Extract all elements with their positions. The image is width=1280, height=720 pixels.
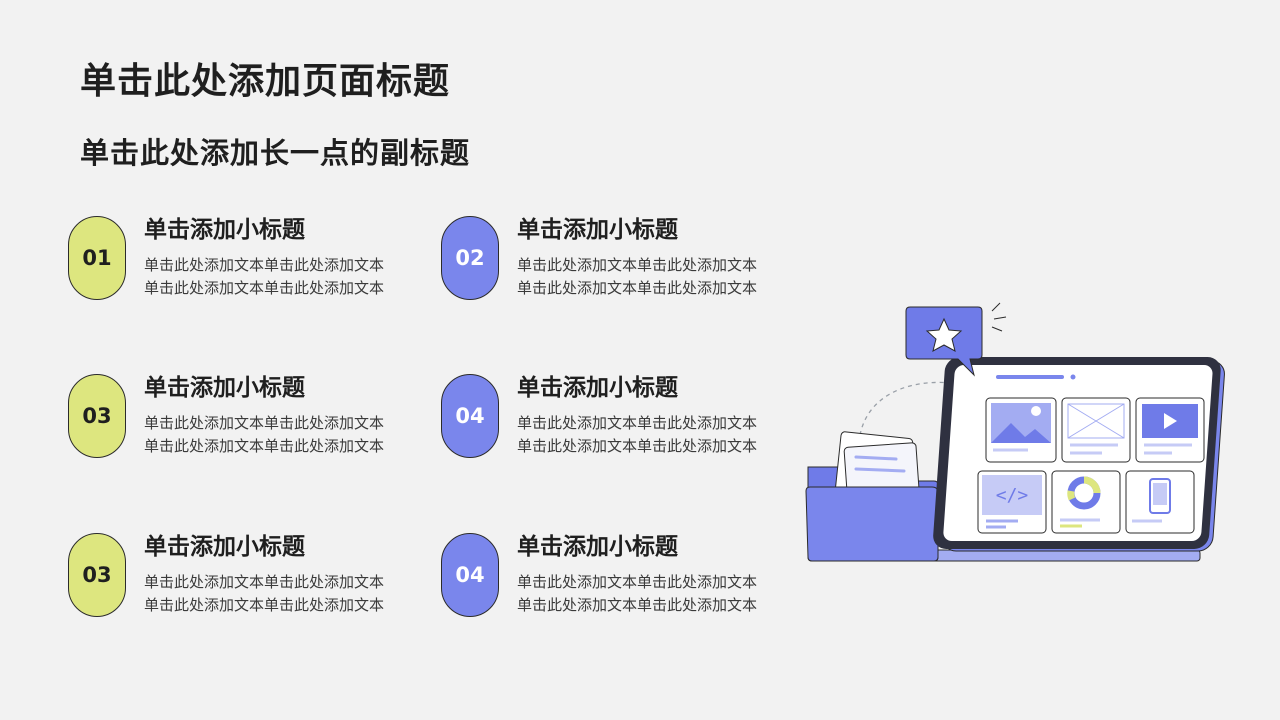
- item-body[interactable]: 单击此处添加文本单击此处添加文本单击此处添加文本单击此处添加文本: [517, 256, 758, 297]
- tablet-illustration: </>: [805, 302, 1225, 562]
- item-body[interactable]: 单击此处添加文本单击此处添加文本单击此处添加文本单击此处添加文本: [144, 256, 385, 297]
- item-title[interactable]: 单击添加小标题: [517, 534, 678, 560]
- svg-text:</>: </>: [996, 485, 1029, 506]
- number-badge: 03: [68, 533, 126, 617]
- video-play-icon: [1135, 397, 1205, 463]
- donut-chart-icon: [1051, 470, 1121, 534]
- image-icon: [985, 397, 1057, 463]
- folder-icon: [805, 431, 939, 562]
- page-subtitle[interactable]: 单击此处添加长一点的副标题: [80, 136, 471, 170]
- item-title[interactable]: 单击添加小标题: [144, 217, 305, 243]
- list-item: 04 单击添加小标题 单击此处添加文本单击此处添加文本单击此处添加文本单击此处添…: [441, 531, 771, 651]
- phone-icon: [1125, 470, 1195, 534]
- item-title[interactable]: 单击添加小标题: [144, 534, 305, 560]
- number-badge: 01: [68, 216, 126, 300]
- number-badge: 04: [441, 374, 499, 458]
- tablet-icon: </>: [933, 357, 1221, 549]
- item-title[interactable]: 单击添加小标题: [144, 375, 305, 401]
- star-chat-bubble-icon: [905, 306, 983, 377]
- page-title[interactable]: 单击此处添加页面标题: [80, 61, 451, 102]
- item-title[interactable]: 单击添加小标题: [517, 217, 678, 243]
- number-badge: 02: [441, 216, 499, 300]
- list-item: 02 单击添加小标题 单击此处添加文本单击此处添加文本单击此处添加文本单击此处添…: [441, 214, 771, 334]
- code-icon: </>: [977, 470, 1047, 534]
- item-body[interactable]: 单击此处添加文本单击此处添加文本单击此处添加文本单击此处添加文本: [144, 414, 385, 455]
- item-body[interactable]: 单击此处添加文本单击此处添加文本单击此处添加文本单击此处添加文本: [144, 573, 385, 614]
- item-title[interactable]: 单击添加小标题: [517, 375, 678, 401]
- list-item: 03 单击添加小标题 单击此处添加文本单击此处添加文本单击此处添加文本单击此处添…: [68, 372, 398, 492]
- item-body[interactable]: 单击此处添加文本单击此处添加文本单击此处添加文本单击此处添加文本: [517, 414, 758, 455]
- list-item: 04 单击添加小标题 单击此处添加文本单击此处添加文本单击此处添加文本单击此处添…: [441, 372, 771, 492]
- number-badge: 04: [441, 533, 499, 617]
- list-item: 01 单击添加小标题 单击此处添加文本单击此处添加文本单击此处添加文本单击此处添…: [68, 214, 398, 334]
- number-badge: 03: [68, 374, 126, 458]
- list-item: 03 单击添加小标题 单击此处添加文本单击此处添加文本单击此处添加文本单击此处添…: [68, 531, 398, 651]
- item-body[interactable]: 单击此处添加文本单击此处添加文本单击此处添加文本单击此处添加文本: [517, 573, 758, 614]
